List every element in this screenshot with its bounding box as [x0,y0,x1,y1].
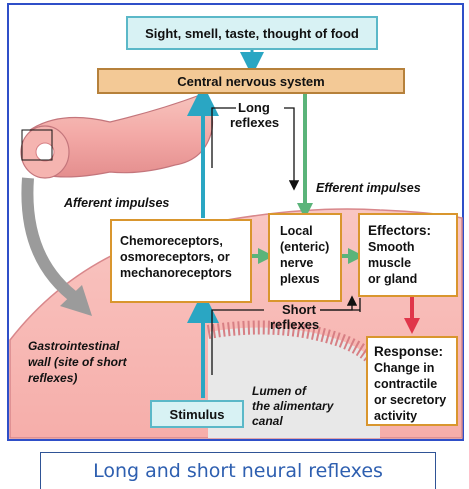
receptors-box: Chemoreceptors, osmoreceptors, or mechan… [110,219,252,303]
response-line-4: activity [374,408,456,424]
short-reflexes-label: Short reflexes [270,302,319,332]
plexus-line-1: Local [280,223,340,239]
afferent-label: Afferent impulses [64,196,169,210]
efferent-label: Efferent impulses [316,181,421,195]
tube-lumen [36,143,54,161]
lumen-line-1: Lumen of [252,384,333,399]
gi-wall-line-2: wall (site of short [28,354,127,370]
short-reflexes-line-2: reflexes [270,317,319,332]
lumen-line-2: the alimentary [252,399,333,414]
cns-box: Central nervous system [97,68,405,94]
stimulus-box: Stimulus [150,400,244,428]
gi-wall-line-1: Gastrointestinal [28,338,127,354]
plexus-line-2: (enteric) [280,239,340,255]
receptors-line-1: Chemoreceptors, [120,233,250,249]
stimulus-text: Stimulus [170,407,225,422]
response-line-3: or secretory [374,392,456,408]
long-reflexes-line-1: Long [230,100,279,115]
senses-text: Sight, smell, taste, thought of food [145,26,359,41]
effectors-title: Effectors: [368,223,456,239]
caption-text: Long and short neural reflexes [93,460,383,482]
gi-wall-line-3: reflexes) [28,370,127,386]
caption-box: Long and short neural reflexes [40,452,436,489]
response-line-1: Change in [374,360,456,376]
long-reflexes-line-2: reflexes [230,115,279,130]
plexus-line-4: plexus [280,271,340,287]
long-reflexes-label: Long reflexes [230,100,279,130]
effectors-line-2: muscle [368,255,456,271]
senses-box: Sight, smell, taste, thought of food [126,16,378,50]
short-reflexes-line-1: Short [270,302,319,317]
cns-text: Central nervous system [177,74,324,89]
lumen-label: Lumen of the alimentary canal [252,384,333,429]
receptors-line-3: mechanoreceptors [120,265,250,281]
response-title: Response: [374,344,456,360]
effectors-line-1: Smooth [368,239,456,255]
response-line-2: contractile [374,376,456,392]
plexus-box: Local (enteric) nerve plexus [268,213,342,302]
plexus-line-3: nerve [280,255,340,271]
lumen-line-3: canal [252,414,333,429]
effectors-box: Effectors: Smooth muscle or gland [358,213,458,297]
gi-wall-label: Gastrointestinal wall (site of short ref… [28,338,127,386]
effectors-line-3: or gland [368,271,456,287]
response-box: Response: Change in contractile or secre… [366,336,458,426]
reflex-diagram: Sight, smell, taste, thought of food Cen… [0,0,469,445]
receptors-line-2: osmoreceptors, or [120,249,250,265]
